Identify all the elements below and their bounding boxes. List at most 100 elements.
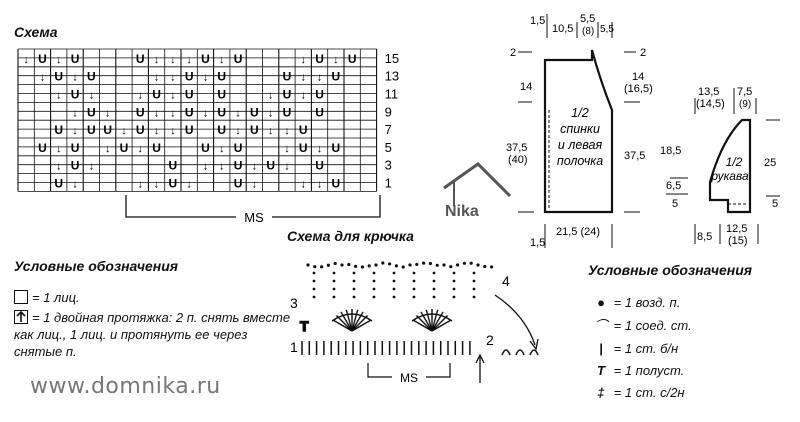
svg-text:(14,5): (14,5) <box>696 98 725 110</box>
sleeve-pattern: 13,5 (14,5) 7,5 (9) 18,5 6,5 5 25 5 1/2 … <box>660 86 780 247</box>
decrease-symbol: ↓ <box>72 72 78 84</box>
chain-dot <box>326 263 330 267</box>
decrease-symbol: ↓ <box>105 107 111 119</box>
sleeve-label-2: рукава <box>710 169 749 183</box>
row-label-7: 7 <box>385 122 392 137</box>
purl-symbol: U <box>71 52 80 66</box>
chain-dot <box>374 263 378 267</box>
decrease-symbol: ↓ <box>252 161 258 173</box>
chain-dot <box>432 287 436 291</box>
decrease-symbol: ↓ <box>154 125 160 137</box>
row-label-15: 15 <box>385 51 399 66</box>
legend-item-half: T = 1 полуст. <box>592 362 684 379</box>
chain-dot <box>412 287 416 291</box>
purl-symbol: U <box>217 88 226 102</box>
purl-symbol: U <box>217 70 226 84</box>
chain-dot <box>412 271 416 275</box>
legend-item-knit: = 1 лиц. <box>14 289 294 306</box>
chain-dot <box>332 279 336 283</box>
purl-symbol: U <box>136 52 145 66</box>
crochet-row-4: 4 <box>502 273 510 289</box>
back-pattern: 1,5 10,5 5,5 (8) 5,5 2 2 14 14 (16,5) 37… <box>506 13 653 249</box>
decrease-symbol: ↓ <box>72 125 78 137</box>
chain-dot <box>476 263 480 267</box>
chain-dot <box>452 279 456 283</box>
chain-dot <box>312 295 316 299</box>
crochet-row-2: 2 <box>486 332 494 348</box>
decrease-symbol: ↓ <box>219 161 225 173</box>
decrease-symbol: ↓ <box>56 54 62 66</box>
chain-dot <box>401 265 405 269</box>
arc-icon: ⌒ <box>594 318 608 333</box>
svg-text:(40): (40) <box>508 154 528 166</box>
decrease-symbol: ↓ <box>56 143 62 155</box>
chain-dot <box>381 261 385 265</box>
decrease-symbol: ↓ <box>72 107 78 119</box>
decrease-symbol: ↓ <box>301 54 307 66</box>
crochet-chain-dots <box>306 261 494 299</box>
purl-symbol: U <box>185 123 194 137</box>
legend-item-single: | = 1 ст. б/н <box>592 340 678 357</box>
svg-text:25: 25 <box>764 157 776 169</box>
slip-stitch-arc <box>501 349 511 356</box>
chain-dot <box>469 261 473 265</box>
purl-symbol: U <box>169 177 178 191</box>
back-label-1: 1/2 <box>571 106 588 120</box>
purl-symbol: U <box>299 123 308 137</box>
fan-stitch <box>431 309 439 332</box>
decrease-symbol: ↓ <box>56 161 62 173</box>
row-label-13: 13 <box>385 69 399 84</box>
decrease-symbol: ↓ <box>219 54 225 66</box>
decrease-symbol: ↓ <box>284 161 290 173</box>
purl-symbol: U <box>332 177 341 191</box>
purl-symbol: U <box>283 70 292 84</box>
chain-dot <box>392 271 396 275</box>
svg-text:5: 5 <box>672 198 678 210</box>
svg-text:2: 2 <box>640 47 646 59</box>
chain-dot <box>394 264 398 268</box>
chain-dot <box>388 262 392 266</box>
decrease-symbol: ↓ <box>268 125 274 137</box>
purl-symbol: U <box>283 88 292 102</box>
chain-dot <box>333 261 337 266</box>
purl-symbol: U <box>38 141 47 155</box>
decrease-symbol: ↓ <box>170 54 176 66</box>
decrease-symbol: ↓ <box>268 107 274 119</box>
crochet-title: Схема для крючка <box>287 228 414 244</box>
crochet-row-3: 3 <box>290 295 298 311</box>
chain-dot <box>428 261 432 266</box>
decrease-symbol: ↓ <box>301 72 307 84</box>
chain-dot <box>456 263 460 267</box>
purl-symbol: U <box>152 88 161 102</box>
bar-icon: | <box>599 341 603 356</box>
svg-text:(8): (8) <box>582 26 594 37</box>
chain-dot <box>367 264 371 268</box>
chain-dot <box>340 263 344 267</box>
fan-stitch <box>351 314 369 332</box>
purl-symbol: U <box>38 52 47 66</box>
decrease-symbol: ↓ <box>105 143 111 155</box>
back-outline <box>543 49 614 214</box>
decrease-symbol: ↓ <box>317 72 323 84</box>
decrease-symbol: ↓ <box>89 161 95 173</box>
fan-stitch <box>431 314 449 332</box>
decrease-symbol: ↓ <box>170 107 176 119</box>
decrease-symbol: ↓ <box>23 54 29 66</box>
chain-dot <box>392 287 396 291</box>
chain-dot <box>372 287 376 291</box>
slip-stitch-arc <box>515 349 525 356</box>
double-decrease-icon <box>14 310 28 324</box>
svg-text:5: 5 <box>772 198 778 210</box>
legend-title: Условные обозначения <box>14 258 179 274</box>
decrease-symbol: ↓ <box>56 90 62 102</box>
legend-item-double-decrease: = 1 двойная протяжка: 2 п. снять вместе … <box>14 309 294 360</box>
logo-text: Nika <box>445 203 479 220</box>
purl-symbol: U <box>152 141 161 155</box>
crochet-fans <box>331 309 453 332</box>
sleeve-label-1: 1/2 <box>726 155 743 169</box>
chain-dot <box>432 271 436 275</box>
svg-text:1,5: 1,5 <box>530 237 545 249</box>
chain-dot <box>422 261 426 265</box>
